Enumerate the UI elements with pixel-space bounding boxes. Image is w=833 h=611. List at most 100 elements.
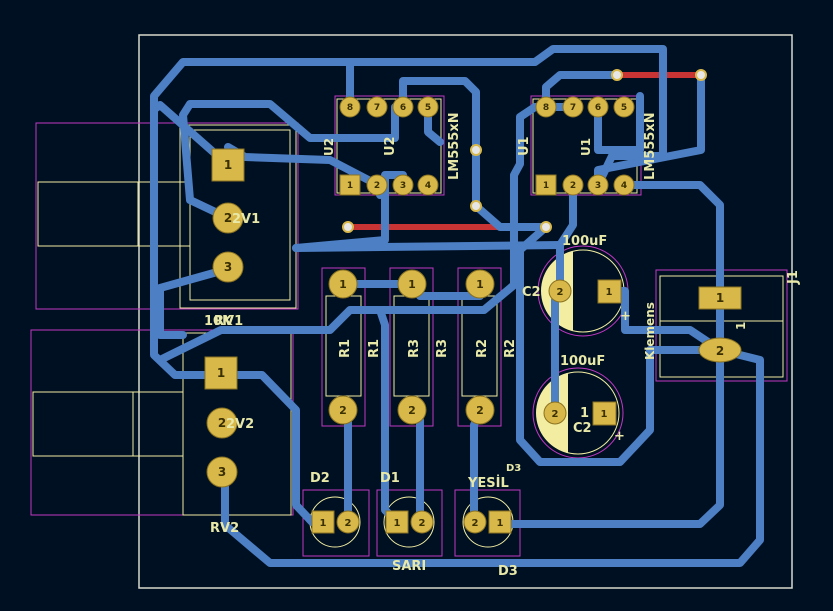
u1-pin-1: 1 [543,181,549,191]
d3-ref: D3 [498,564,518,579]
u2-pin-6: 6 [400,103,406,113]
j1-pad-1 [698,286,742,310]
d3-pad-2 [463,510,487,534]
u1-pin-3: 3 [595,181,601,191]
u2-value: LM555xN [447,112,462,180]
rv2-ref: RV2 [210,521,239,536]
rv1-pad-1 [211,148,245,182]
via [470,200,482,212]
r1-pad-1 [328,269,358,299]
r2-ref: R2 [503,339,518,358]
c2-pin-2: 2 [557,287,564,298]
j1-pin-2: 2 [716,344,724,358]
via [540,221,552,233]
c1-plus: + [614,429,625,444]
pad [366,96,388,118]
back-copper-traces [150,45,764,567]
pad [613,96,635,118]
r3-value: R3 [407,339,422,358]
pad [339,96,361,118]
rv1-pin-3: 3 [224,260,232,274]
d1-value: SARI [392,559,426,574]
rv1-pad-2 [212,202,244,234]
r2-pad-2 [465,395,495,425]
r3-pad-2 [397,395,427,425]
pad [562,96,584,118]
c1-pin-2: 2 [552,409,559,420]
c2-ref: C2 [522,285,541,300]
c2-pad-2 [548,279,572,303]
r1-ref: R1 [367,339,382,358]
j1-value: Klemens [643,302,657,360]
d3-pad-1 [488,510,512,534]
u2-ref: U2 [383,136,398,156]
rv2-pin-2: 2 [218,416,226,430]
pad [417,96,439,118]
r3-pin-2: 2 [408,404,416,417]
c1-pad-1 [592,401,617,426]
via [470,144,482,156]
c2-pad-1 [597,279,622,304]
d3-ref-small: D3 [506,463,521,474]
d1-ref: D1 [380,471,400,486]
u2-pin-2: 2 [374,181,380,191]
via [611,69,623,81]
via [695,69,707,81]
u2-pin-8: 8 [347,103,353,113]
c1-pin-1: 1 [601,409,608,420]
pad [339,174,361,196]
r3-pin-1: 1 [408,278,416,291]
rv1-ref: RV1 [214,314,243,329]
u1-pin-5: 5 [621,103,627,113]
d1-pin-2: 2 [419,518,426,529]
vias [342,69,707,233]
r1-value: R1 [338,339,353,358]
u1-pin-6: 6 [595,103,601,113]
r2-value: R2 [475,339,490,358]
u1-ref: U1 [517,136,532,156]
d3-pin-1: 1 [497,518,504,529]
j1-pin-1: 1 [716,291,724,305]
u2-ref-mirror: U2 [322,138,336,156]
pad [587,96,609,118]
rv1-value: 10K [204,314,233,329]
d2-pin-2: 2 [345,518,352,529]
rv1-pin-1: 1 [224,158,232,172]
d3-value: YESİL [467,475,509,491]
r2-pad-1 [465,269,495,299]
d2-pad-1 [311,510,335,534]
pad [535,174,557,196]
u2-pin-4: 4 [425,181,431,191]
u2-pin-1: 1 [347,181,353,191]
rv2-pad-3 [206,456,238,488]
ic-u1-pads [535,96,635,196]
d3-pin-2: 2 [472,518,479,529]
r2-pin-2: 2 [476,404,484,417]
r1-pin-1: 1 [339,278,347,291]
d2-ref: D2 [310,471,330,486]
rv2-pin-3: 3 [218,465,226,479]
board-edge [138,34,793,589]
r3-ref: R3 [435,339,450,358]
pad [535,96,557,118]
rv2-pad-2 [206,407,238,439]
c1-value: 100uF [560,354,605,369]
r3-pad-1 [397,269,427,299]
rv1-pin-label: 2V1 [232,212,260,227]
component-pads [204,148,742,534]
rv2-pin-label: 2V2 [226,417,254,432]
pad [587,174,609,196]
pad [392,174,414,196]
rv2-pin-1: 1 [217,366,225,380]
u2-pin-5: 5 [425,103,431,113]
pad [562,174,584,196]
u1-value: LM555xN [643,112,658,180]
c2-plus: + [620,309,631,324]
silkscreen-outlines [32,98,784,548]
r1-pin-2: 2 [339,404,347,417]
rv2-pad-1 [204,356,238,390]
via [342,221,354,233]
d2-pad-2 [336,510,360,534]
pad [366,174,388,196]
